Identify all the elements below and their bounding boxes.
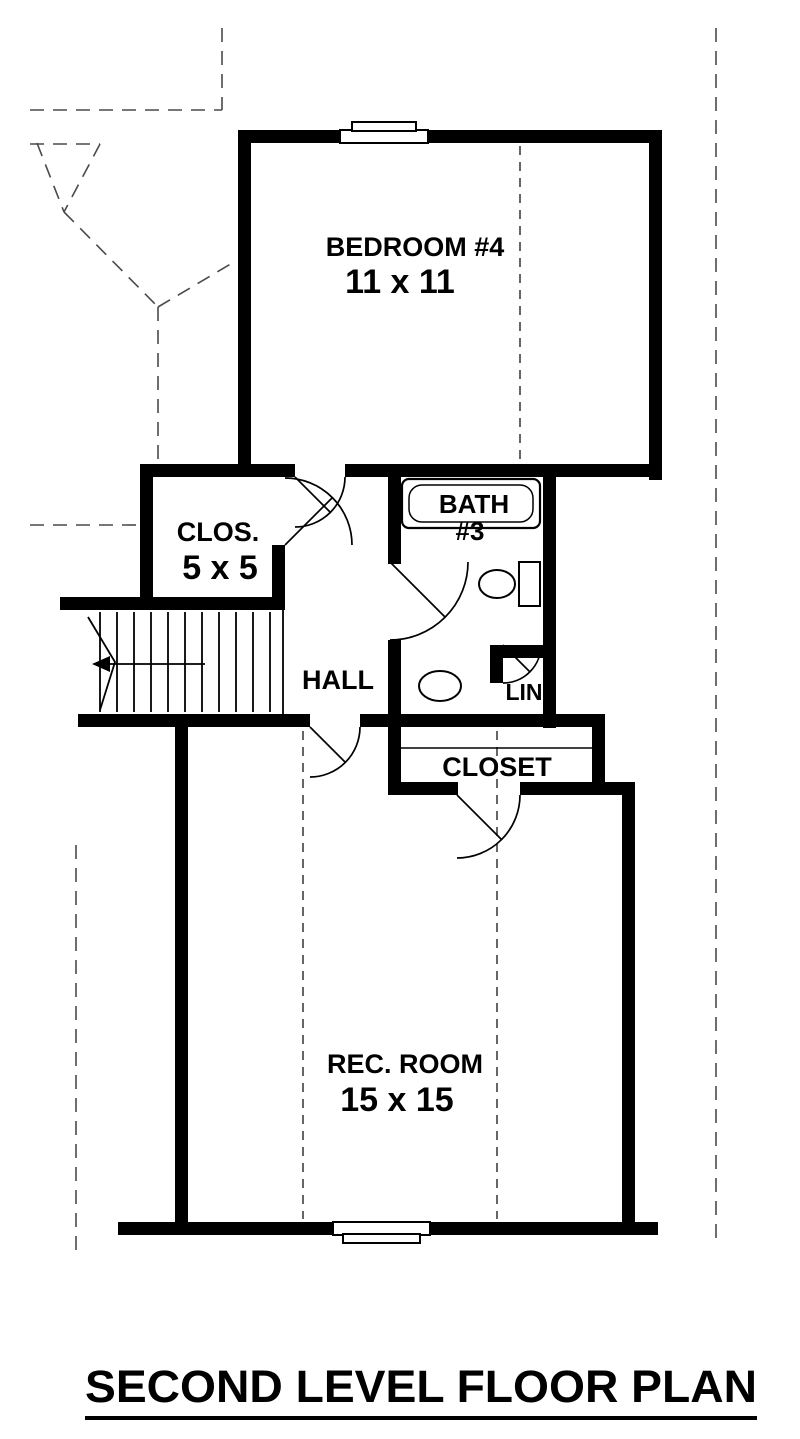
- closet-label: CLOSET: [442, 752, 552, 782]
- recroom-window-sash: [342, 1233, 421, 1244]
- roof-hip-dash-line: [157, 261, 235, 308]
- lower-level-reference-dashes: [30, 28, 717, 1252]
- bedroom-top-wall-left: [238, 130, 340, 143]
- recroom-label: REC. ROOM: [327, 1049, 483, 1079]
- title-underline: [85, 1416, 757, 1420]
- bath3-label-line1: BATH: [439, 489, 509, 519]
- clos-dims: 5 x 5: [182, 549, 258, 587]
- roof-hip-dash-line: [63, 143, 101, 213]
- bath-door-swing: [389, 561, 469, 641]
- bedroom-window-sash: [351, 121, 417, 132]
- lin-door-swing: [502, 644, 542, 684]
- recroom-bottom-wall-left: [118, 1222, 333, 1235]
- toilet-bowl: [478, 569, 516, 599]
- stairs-top-wall: [60, 597, 285, 610]
- bedroom4-label: BEDROOM #4: [326, 232, 505, 262]
- bathtub-outline: [400, 477, 542, 530]
- bedroom-top-wall-right: [428, 130, 662, 143]
- bedroom4-dims: 11 x 11: [345, 263, 455, 301]
- hall-label: HALL: [302, 665, 374, 695]
- bath-left-wall-lower: [388, 640, 401, 728]
- recroom-dims: 15 x 15: [340, 1081, 453, 1119]
- bedroom-right-wall: [649, 130, 662, 480]
- bath-left-wall-upper: [388, 464, 401, 564]
- recroom-door-swing: [309, 726, 361, 778]
- hall-bottom-wall-right: [360, 714, 605, 727]
- ceiling-line-dashes: [302, 146, 521, 1219]
- closet-top-wall: [140, 464, 295, 477]
- bath-fixtures: [400, 477, 542, 702]
- plan-title: SECOND LEVEL FLOOR PLAN: [85, 1361, 757, 1412]
- stair-treads: [99, 612, 271, 712]
- lin-left-wall: [490, 645, 503, 683]
- bedroom-bottom-wall: [345, 464, 662, 477]
- closet-right-wall-stub: [272, 545, 285, 610]
- windows: [332, 121, 431, 1244]
- recroom-left-wall: [175, 714, 188, 1235]
- door-swings: [284, 476, 542, 859]
- stair-break-line: [87, 616, 116, 711]
- walls: [60, 130, 662, 1235]
- toilet-tank: [518, 561, 541, 607]
- bedroom-left-wall: [238, 130, 251, 464]
- bath-right-wall: [543, 464, 556, 728]
- lin-label: LIN: [505, 679, 542, 705]
- hall-closet-door-swing: [284, 477, 353, 546]
- clos-label: CLOS.: [177, 517, 260, 547]
- hall-bottom-wall-left: [78, 714, 310, 727]
- closet2-bottom-wall-left: [388, 782, 458, 795]
- closet2-door-swing: [456, 794, 521, 859]
- sink: [418, 670, 462, 702]
- closet-left-wall: [140, 464, 153, 610]
- room-labels: BEDROOM #4 11 x 11 CLOS. 5 x 5 BATH #3 H…: [177, 232, 553, 1119]
- roof-hip-dash-line: [63, 211, 159, 308]
- recroom-bottom-wall-right: [430, 1222, 658, 1235]
- bathtub-inner: [408, 484, 534, 523]
- closet2-right-wall: [592, 714, 605, 795]
- title-block: SECOND LEVEL FLOOR PLAN: [85, 1361, 757, 1420]
- bath3-label-line2: #3: [456, 516, 485, 546]
- stair-direction-arrow: [92, 656, 205, 672]
- recroom-right-wall: [622, 782, 635, 1235]
- closet2-bottom-wall-right: [520, 782, 635, 795]
- roof-hip-dash-line: [36, 142, 65, 213]
- closet2-left-wall: [388, 714, 401, 795]
- stairs: [87, 610, 284, 714]
